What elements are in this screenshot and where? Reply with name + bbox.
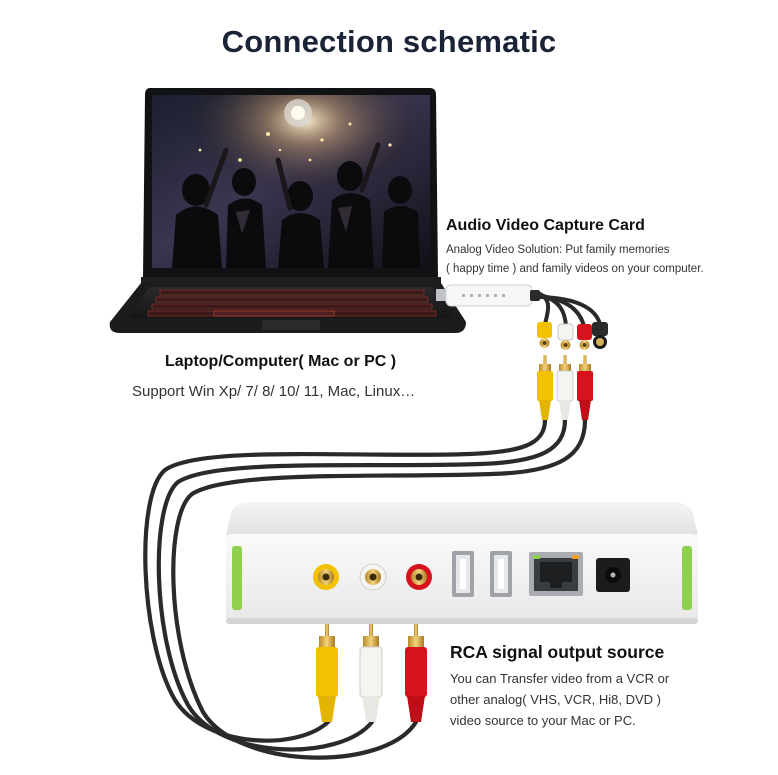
usb-port-icon (452, 551, 512, 597)
laptop-icon (109, 88, 466, 333)
ethernet-port-icon (529, 552, 583, 596)
rca-plug-icon (537, 355, 593, 420)
capture-card-description: Analog Video Solution: Put family memori… (446, 241, 746, 279)
rca-plug-icon (316, 624, 427, 722)
source-description-line: other analog( VHS, VCR, Hi8, DVD ) (450, 692, 661, 707)
laptop-title: Laptop/Computer( Mac or PC ) (165, 353, 397, 370)
cable-red (171, 417, 588, 760)
source-description-line: You can Transfer video from a VCR or (450, 671, 670, 686)
rca-cables (143, 417, 588, 760)
capture-card-title: Audio Video Capture Card (446, 217, 645, 234)
power-jack-icon (596, 558, 630, 592)
laptop-description: Support Win Xp/ 7/ 8/ 10/ 11, Mac, Linux… (132, 383, 416, 400)
source-description-line: video source to your Mac or PC. (450, 713, 636, 728)
page-title: Connection schematic (221, 24, 557, 59)
capture-card-description-line: Analog Video Solution: Put family memori… (446, 244, 670, 256)
source-title: RCA signal output source (450, 642, 665, 662)
capture-card-icon (436, 284, 608, 350)
capture-card-description-line: ( happy time ) and family videos on your… (446, 263, 704, 275)
source-box (226, 502, 698, 624)
source-description: You can Transfer video from a VCR or oth… (450, 668, 750, 731)
